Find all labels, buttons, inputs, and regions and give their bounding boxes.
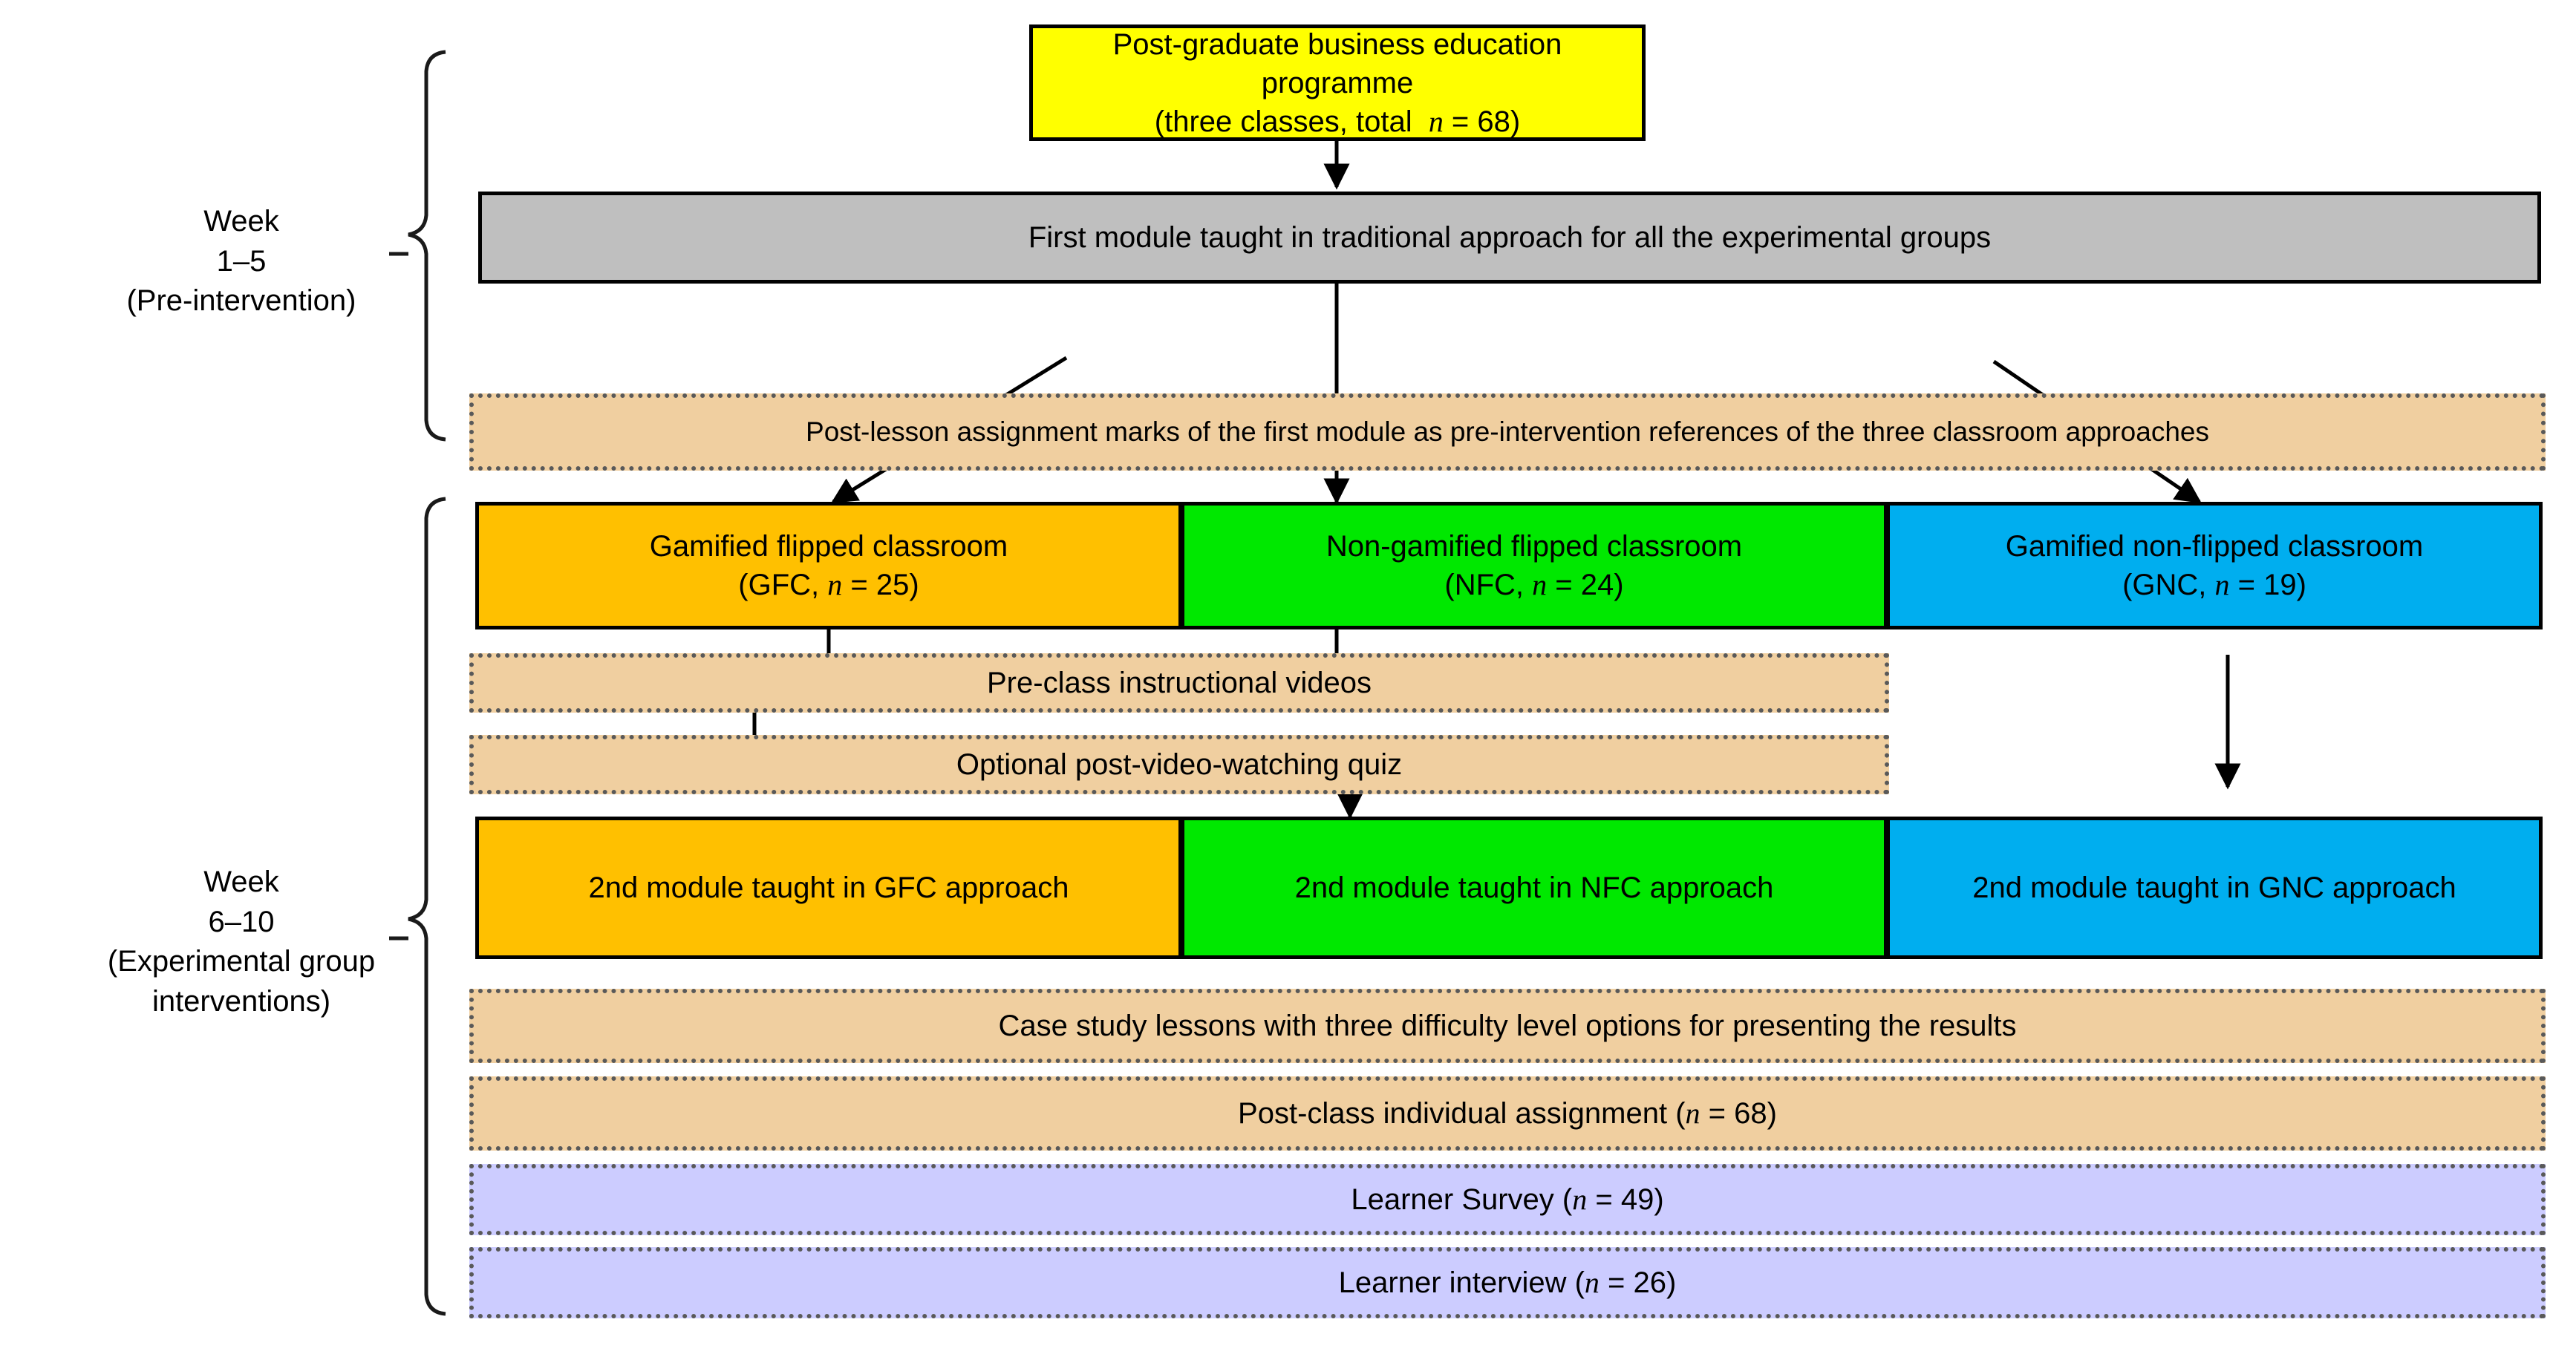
node-programme: Post-graduate business education program… bbox=[1029, 24, 1646, 141]
node-group-nfc-line1: Non-gamified flipped classroom bbox=[1326, 530, 1743, 563]
node-optional-quiz: Optional post-video-watching quiz bbox=[469, 735, 1889, 794]
node-group-gfc: Gamified flipped classroom (GFC, n = 25) bbox=[475, 502, 1182, 629]
node-group-gfc-line2: (GFC, n = 25) bbox=[738, 568, 919, 601]
node-case-study: Case study lessons with three difficulty… bbox=[469, 989, 2546, 1063]
node-learner-survey: Learner Survey (n = 49) bbox=[469, 1164, 2546, 1235]
node-group-gnc: Gamified non-flipped classroom (GNC, n =… bbox=[1886, 502, 2543, 629]
node-group-nfc: Non-gamified flipped classroom (NFC, n =… bbox=[1181, 502, 1888, 629]
node-group-gnc-line1: Gamified non-flipped classroom bbox=[2005, 530, 2424, 563]
node-module2-gfc: 2nd module taught in GFC approach bbox=[475, 817, 1182, 959]
node-learner-interview-line1: Learner interview (n = 26) bbox=[1338, 1266, 1677, 1299]
node-post-class-assignment-line1: Post-class individual assignment (n = 68… bbox=[1238, 1096, 1777, 1130]
node-pre-class-videos: Pre-class instructional videos bbox=[469, 653, 1889, 713]
node-programme-line2: (three classes, total n = 68) bbox=[1154, 104, 1521, 138]
node-module2-nfc-line1: 2nd module taught in NFC approach bbox=[1294, 871, 1774, 904]
node-module2-gfc-line1: 2nd module taught in GFC approach bbox=[588, 871, 1069, 904]
node-module2-nfc: 2nd module taught in NFC approach bbox=[1181, 817, 1888, 959]
node-pre-class-videos-line1: Pre-class instructional videos bbox=[987, 667, 1372, 699]
node-module2-gnc: 2nd module taught in GNC approach bbox=[1886, 817, 2543, 959]
node-learner-interview: Learner interview (n = 26) bbox=[469, 1247, 2546, 1318]
node-first-module-line1: First module taught in traditional appro… bbox=[1028, 221, 1992, 254]
node-learner-survey-line1: Learner Survey (n = 49) bbox=[1351, 1183, 1664, 1216]
node-module2-gnc-line1: 2nd module taught in GNC approach bbox=[1972, 871, 2456, 904]
node-programme-line1: Post-graduate business education program… bbox=[1112, 27, 1562, 99]
node-optional-quiz-line1: Optional post-video-watching quiz bbox=[956, 748, 1403, 781]
node-group-gfc-line1: Gamified flipped classroom bbox=[649, 530, 1008, 563]
week-label-1-5: Week 1–5 (Pre-intervention) bbox=[126, 205, 356, 318]
week-label-6-10: Week 6–10 (Experimental group interventi… bbox=[107, 866, 376, 1018]
brace-week-1-5 bbox=[389, 50, 446, 442]
node-group-gnc-line2: (GNC, n = 19) bbox=[2122, 568, 2306, 601]
node-pre-intervention-marks-line1: Post-lesson assignment marks of the firs… bbox=[806, 416, 2209, 447]
node-case-study-line1: Case study lessons with three difficulty… bbox=[998, 1010, 2017, 1042]
node-group-nfc-line2: (NFC, n = 24) bbox=[1444, 568, 1624, 601]
node-post-class-assignment: Post-class individual assignment (n = 68… bbox=[469, 1076, 2546, 1151]
node-pre-intervention-marks: Post-lesson assignment marks of the firs… bbox=[469, 393, 2546, 471]
node-first-module: First module taught in traditional appro… bbox=[478, 192, 2541, 284]
